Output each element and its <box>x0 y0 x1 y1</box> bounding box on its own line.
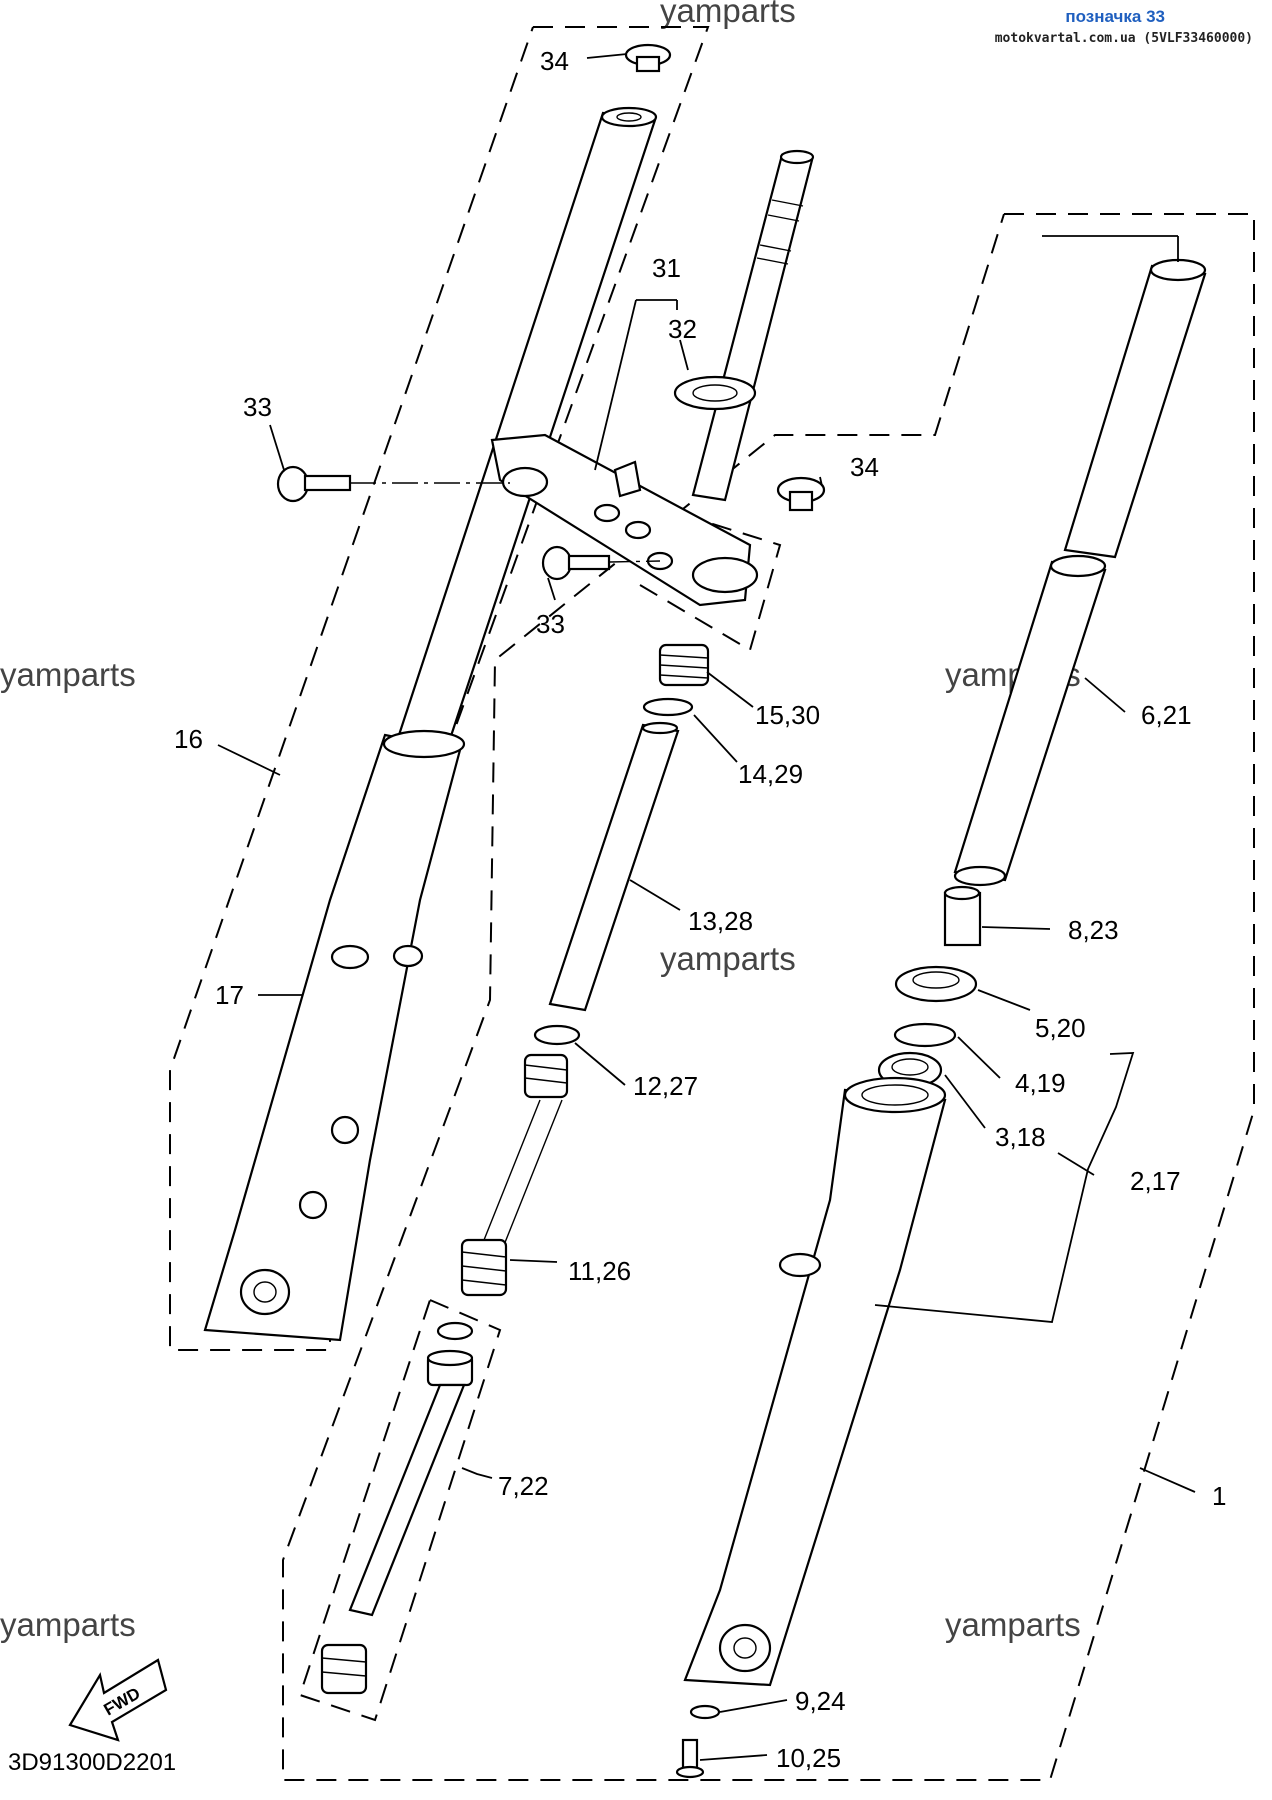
callout-10-25: 10,25 <box>776 1743 841 1773</box>
fwd-arrow-icon: FWD <box>68 1658 168 1742</box>
spring-15-30 <box>658 643 710 687</box>
bolt-10-25 <box>675 1738 705 1779</box>
callout-3-18: 3,18 <box>995 1122 1046 1152</box>
callout-5-20: 5,20 <box>1035 1013 1086 1043</box>
watermark: yamparts <box>0 656 136 693</box>
callout-34: 34 <box>850 452 879 482</box>
spring-11-26 <box>460 1238 508 1297</box>
watermark: yamparts <box>660 940 796 977</box>
callout-7-22: 7,22 <box>498 1471 549 1501</box>
callout-1: 1 <box>1212 1481 1226 1511</box>
watermark: yamparts <box>660 0 796 29</box>
cap-34-left <box>624 43 672 73</box>
left-inner-tube <box>396 106 658 747</box>
bolt-33-lower <box>541 545 611 581</box>
damper-rod-7-22 <box>348 1349 474 1617</box>
callout-33: 33 <box>536 609 565 639</box>
inner-tube-upper <box>1063 258 1207 559</box>
bolt-33-upper <box>276 465 352 503</box>
reference-source: motokvartal.com.ua (5VLF33460000) <box>995 31 1253 46</box>
callout-6-21: 6,21 <box>1141 700 1192 730</box>
callout-8-23: 8,23 <box>1068 915 1119 945</box>
reference-title: позначка 33 <box>1065 7 1165 26</box>
cap-34-right <box>776 476 826 512</box>
callout-17: 17 <box>215 980 244 1010</box>
callout-9-24: 9,24 <box>795 1686 846 1716</box>
callout-2-17: 2,17 <box>1130 1166 1181 1196</box>
inner-tube-lower <box>953 554 1107 887</box>
callout-13-28: 13,28 <box>688 906 753 936</box>
axis-line <box>481 1099 541 1246</box>
watermark: yamparts <box>0 1606 136 1643</box>
group-outline-1 <box>282 213 1255 1781</box>
washer-12-27 <box>533 1024 581 1046</box>
lower-bracket <box>490 433 759 607</box>
callout-33: 33 <box>243 392 272 422</box>
oil-seal-5-20 <box>894 965 978 1003</box>
rebound-spring <box>320 1643 368 1695</box>
callout-31: 31 <box>652 253 681 283</box>
o-ring-14-29 <box>642 697 694 717</box>
clip-4-19 <box>893 1022 957 1048</box>
leader-lines <box>217 53 1196 1761</box>
diagram-code: 3D91300D2201 <box>8 1749 176 1776</box>
collar-8-23 <box>943 885 982 947</box>
group-outline-16 <box>169 26 710 1351</box>
spring-12-27 <box>523 1053 569 1099</box>
callout-16: 16 <box>174 724 203 754</box>
group-outline-damper <box>298 1299 502 1722</box>
left-outer-tube <box>203 729 466 1342</box>
watermark: yamparts <box>945 1606 1081 1643</box>
right-outer-tube <box>683 1076 947 1687</box>
washer-9-24 <box>689 1704 721 1720</box>
callout-15-30: 15,30 <box>755 700 820 730</box>
spacer-13-28 <box>548 721 680 1012</box>
callout-32: 32 <box>668 314 697 344</box>
callout-4-19: 4,19 <box>1015 1068 1066 1098</box>
callout-34: 34 <box>540 46 569 76</box>
callout-labels: 34 31 32 33 34 33 16 15,30 14,29 6,21 13… <box>174 46 1226 1773</box>
damper-ring <box>436 1321 474 1341</box>
callout-12-27: 12,27 <box>633 1071 698 1101</box>
steering-stem <box>673 149 815 502</box>
callout-11-26: 11,26 <box>568 1256 631 1286</box>
axis-line <box>503 1099 563 1246</box>
axis-line <box>609 560 661 563</box>
callout-14-29: 14,29 <box>738 759 803 789</box>
